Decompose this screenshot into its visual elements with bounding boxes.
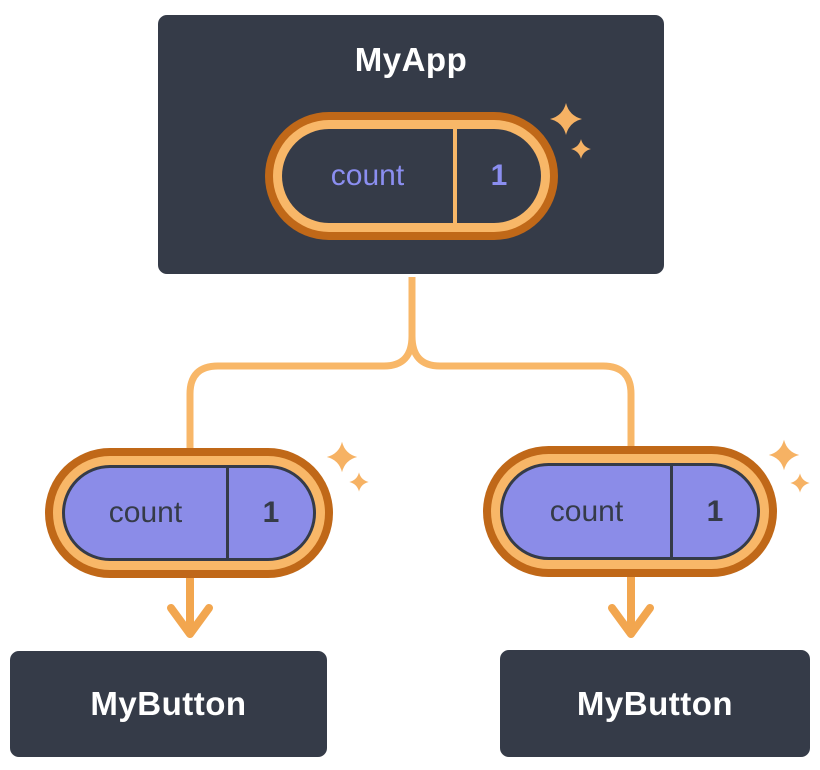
pill-ring-outer: count 1	[265, 112, 558, 240]
pill-body: count 1	[500, 463, 760, 560]
sparkle-small-icon	[349, 472, 369, 492]
pill-ring-inner: count 1	[53, 456, 325, 570]
branch-right-line	[408, 273, 635, 466]
arrow-right-head-icon	[608, 604, 654, 638]
prop-value: 1	[706, 494, 724, 528]
pill-body: count 1	[282, 129, 541, 223]
prop-pill-left: count 1	[45, 448, 333, 578]
prop-pill-right: count 1	[483, 446, 777, 577]
component-node-mybutton-left: MyButton	[7, 648, 330, 760]
pill-ring-inner: count 1	[273, 120, 550, 232]
component-title: MyApp	[354, 41, 468, 78]
state-pill-root: count 1	[265, 112, 558, 240]
prop-value: 1	[262, 496, 280, 529]
pill-divider	[670, 466, 673, 557]
prop-name: count	[549, 494, 624, 528]
pill-ring-outer: count 1	[483, 446, 777, 577]
pill-divider	[226, 468, 229, 558]
pill-divider	[453, 129, 457, 223]
pill-body: count 1	[62, 465, 316, 561]
arrow-left-head-icon	[167, 604, 213, 638]
pill-ring-outer: count 1	[45, 448, 333, 578]
component-node-mybutton-right: MyButton	[497, 647, 813, 760]
pill-ring-inner: count 1	[491, 454, 769, 569]
component-title: MyButton	[90, 685, 247, 722]
state-name: count	[330, 159, 405, 192]
state-value: 1	[490, 159, 508, 192]
prop-name: count	[108, 496, 183, 529]
sparkle-small-icon	[790, 473, 810, 493]
component-title: MyButton	[576, 684, 734, 722]
branch-left-line	[186, 273, 416, 466]
